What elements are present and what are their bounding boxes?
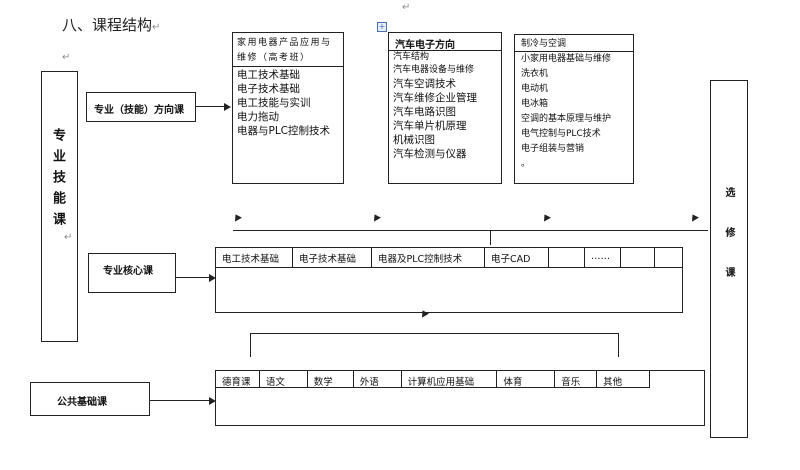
column-items: 汽车结构 汽车电器设备与维修 汽车空调技术 汽车维修企业管理 汽车电路识图 汽车… — [393, 51, 477, 161]
list-item: 汽车单片机原理 — [393, 120, 467, 132]
list-item: 汽车电路识图 — [393, 106, 456, 118]
list-item: 电气控制与PLC技术 — [521, 129, 601, 139]
list-item: 汽车电器设备与维修 — [393, 65, 475, 75]
core-course-box: 专业核心课 — [88, 253, 176, 293]
list-item: 洗衣机 — [521, 69, 549, 79]
connector-line — [150, 400, 210, 401]
table-move-handle-icon[interactable]: + — [377, 22, 387, 32]
list-item: 机械识图 — [393, 134, 435, 146]
elective-label: 选修课 — [723, 187, 734, 307]
public-course-table: 德育课 语文 数学 外语 计算机应用基础 体育 音乐 其他 — [215, 370, 705, 426]
list-item: 电子技术基础 — [237, 83, 300, 95]
column-divider — [389, 50, 501, 51]
arrow-icon — [224, 103, 231, 111]
course-column-automotive: 汽车电子方向 汽车结构 汽车电器设备与维修 汽车空调技术 汽车维修企业管理 汽车… — [388, 32, 502, 184]
connector-line — [233, 230, 708, 231]
public-course-label: 公共基础课 — [57, 397, 107, 408]
connector-line — [490, 231, 491, 245]
list-item: 电工技能与实训 — [237, 97, 311, 109]
list-item: 制冷与空调 — [521, 39, 567, 49]
connector-line — [176, 277, 210, 278]
column-divider — [515, 51, 633, 52]
table-cell: 体育 — [497, 371, 556, 388]
table-cell: 语文 — [260, 371, 308, 388]
table-cell: …… — [585, 248, 621, 267]
list-item: 电动机 — [521, 84, 549, 94]
column-title: 家用电器产品应用与维修（高考班） — [237, 38, 332, 63]
course-column-appliance: 家用电器产品应用与维修（高考班） 电工技术基础 电子技术基础 电工技能与实训 电… — [232, 32, 344, 184]
page-heading: 八、课程结构↵ — [62, 16, 161, 34]
table-cell: 电器及PLC控制技术 — [372, 248, 485, 267]
paragraph-mark: ↵ — [402, 2, 411, 13]
table-cell — [549, 248, 585, 267]
column-items: 电工技术基础 电子技术基础 电工技能与实训 电力拖动 电器与PLC控制技术 — [237, 68, 330, 138]
list-item: 汽车检测与仪器 — [393, 148, 467, 160]
list-item: 电工技术基础 — [237, 69, 300, 81]
connector-line — [618, 333, 619, 357]
table-cell: 电工技术基础 — [216, 248, 293, 267]
column-title: 汽车电子方向 — [395, 40, 455, 51]
arrow-icon — [232, 212, 242, 222]
table-cell: 音乐 — [555, 371, 598, 388]
elective-box: 选修课 — [710, 80, 748, 438]
public-course-box: 公共基础课 — [30, 382, 150, 416]
paragraph-mark: ↵ — [62, 52, 71, 63]
table-cell: 德育课 — [216, 371, 260, 388]
connector-line — [250, 333, 251, 357]
arrow-icon — [209, 274, 216, 282]
list-item: 电子组装与营销 — [521, 144, 585, 154]
table-row: 德育课 语文 数学 外语 计算机应用基础 体育 音乐 其他 — [216, 371, 650, 388]
table-cell: 电子CAD — [485, 248, 549, 267]
connector-line — [250, 333, 618, 334]
arrow-icon — [689, 212, 699, 222]
paragraph-mark: ↵ — [64, 232, 73, 243]
table-cell — [655, 248, 682, 267]
direction-course-label: 专业（技能）方向课 — [94, 105, 184, 116]
table-row: 电工技术基础 电子技术基础 电器及PLC控制技术 电子CAD …… — [216, 248, 682, 268]
professional-skills-label: 专业技能课 — [50, 128, 65, 233]
connector-line — [196, 106, 225, 107]
list-item: 汽车空调技术 — [393, 78, 456, 90]
table-cell: 其他 — [603, 377, 623, 388]
professional-skills-box: 专业技能课 ↵ — [41, 71, 78, 342]
table-cell — [621, 248, 655, 267]
table-cell: 数学 — [308, 371, 354, 388]
list-item: 电器与PLC控制技术 — [237, 125, 331, 137]
list-item: 电冰箱 — [521, 99, 549, 109]
list-item: 电力拖动 — [237, 111, 279, 123]
list-item: 汽车结构 — [393, 52, 430, 62]
column-divider — [233, 66, 343, 67]
table-cell: 计算机应用基础 — [402, 371, 498, 388]
list-item: 。 — [521, 159, 531, 169]
arrow-icon — [371, 212, 381, 222]
table-cell: 电子技术基础 — [293, 248, 372, 267]
direction-course-box: 专业（技能）方向课 — [86, 92, 196, 122]
list-item: 汽车维修企业管理 — [393, 92, 477, 104]
list-item: 空调的基本原理与维护 — [521, 114, 612, 124]
core-course-table: 电工技术基础 电子技术基础 电器及PLC控制技术 电子CAD …… — [215, 247, 683, 313]
table-cell: 外语 — [354, 371, 402, 388]
arrow-icon — [541, 212, 551, 222]
core-course-label: 专业核心课 — [103, 266, 153, 277]
arrow-icon — [209, 397, 216, 405]
list-item: 小家用电器基础与维修 — [521, 54, 612, 64]
course-column-appliance-elective: 制冷与空调 小家用电器基础与维修 洗衣机 电动机 电冰箱 空调的基本原理与维护 … — [514, 34, 634, 184]
column-items: 制冷与空调 小家用电器基础与维修 洗衣机 电动机 电冰箱 空调的基本原理与维护 … — [521, 37, 611, 172]
